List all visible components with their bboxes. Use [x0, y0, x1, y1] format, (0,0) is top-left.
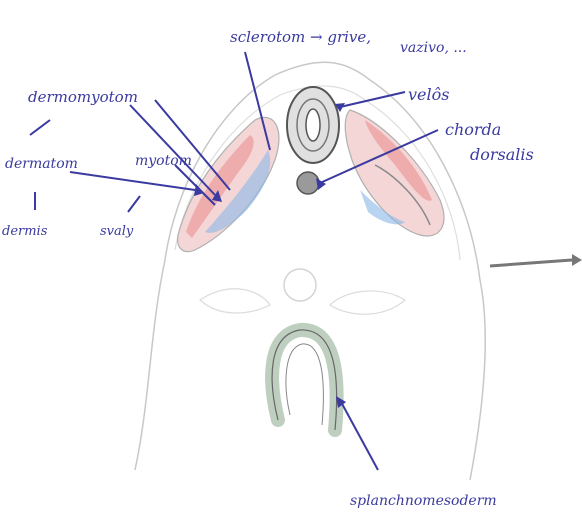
- neural-tube: [287, 87, 339, 163]
- dermatom-stroke: [30, 120, 50, 135]
- direction-arrow: [490, 254, 582, 266]
- gut-tube: [272, 330, 337, 430]
- label-chorda: chorda: [445, 120, 501, 139]
- label-sclerotom: sclerotom → grive,: [230, 28, 371, 46]
- label-splanchnomesoderm: splanchnomesoderm: [350, 493, 497, 509]
- coelom-left: [200, 289, 270, 313]
- label-chorda-line2: dorsalis: [470, 145, 534, 164]
- label-muscle: svaly: [100, 224, 134, 239]
- arrow-myotom-down: [128, 196, 140, 212]
- label-dermatom: dermatom: [5, 156, 78, 172]
- arrow-dermatom: [70, 172, 195, 190]
- right-dermomyotome: [345, 110, 444, 236]
- label-myotom: myotom: [135, 153, 192, 169]
- arrow-dermomyotom-2: [155, 100, 230, 190]
- notochord: [297, 172, 319, 194]
- dorsal-aorta: [284, 269, 316, 301]
- label-neural-tube: velôs: [408, 85, 449, 104]
- label-dermis: dermis: [2, 224, 48, 239]
- annotation-arrows: [30, 52, 438, 470]
- label-dermomyotom: dermomyotom: [28, 88, 138, 106]
- arrow-splanchno: [340, 400, 378, 470]
- label-sclerotom-line2: vazivo, ...: [400, 40, 467, 56]
- coelom-right: [330, 291, 405, 314]
